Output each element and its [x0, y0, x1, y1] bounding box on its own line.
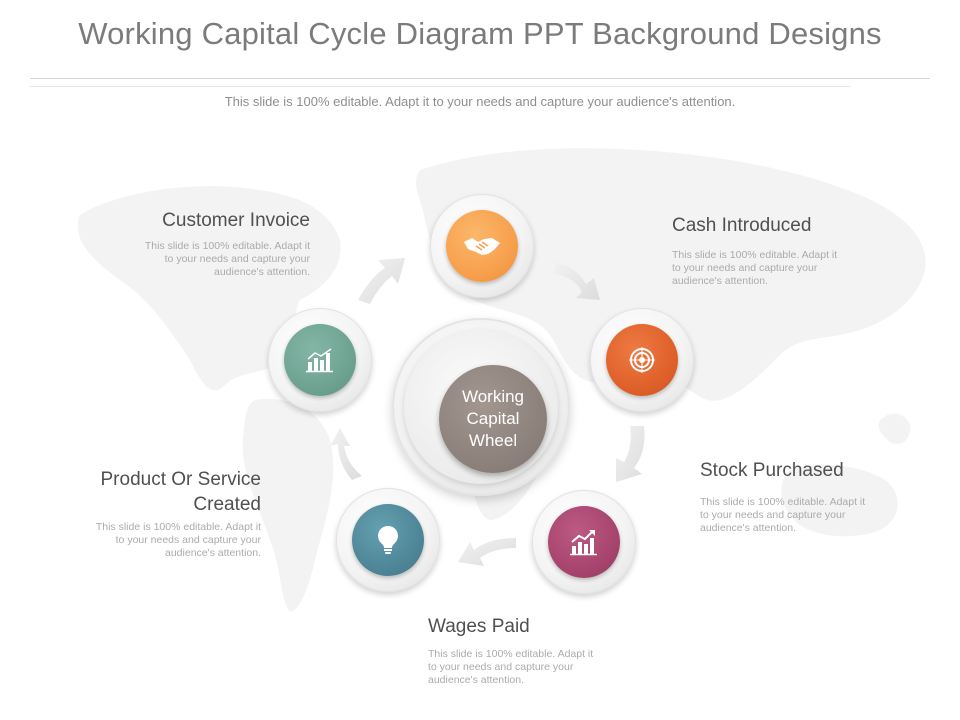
node-customer-invoice: [268, 308, 372, 412]
handshake-icon: [464, 238, 500, 255]
stock-purchased-desc: This slide is 100% editable. Adapt it to…: [700, 496, 866, 534]
node-product-created: [336, 488, 440, 592]
growth-chart-icon: [570, 530, 597, 556]
lightbulb-icon: [378, 526, 398, 554]
hub-outer-ring: Working Capital Wheel: [392, 318, 570, 496]
product-created-desc: This slide is 100% editable. Adapt it to…: [95, 521, 261, 559]
node-cash-introduced-disc: [446, 210, 518, 282]
product-created-title: Product Or Service Created: [100, 469, 262, 515]
arrow-product-to-invoice: [330, 428, 362, 480]
hub-ring: Working Capital Wheel: [404, 330, 558, 484]
cash-introduced-title: Cash Introduced: [672, 215, 812, 236]
hub-label: Working Capital Wheel: [461, 387, 525, 450]
arrow-invoice-to-cash: [358, 258, 405, 304]
node-wages-paid-disc: [548, 506, 620, 578]
wages-paid-desc: This slide is 100% editable. Adapt it to…: [428, 648, 594, 686]
arrow-stock-to-wages: [616, 426, 645, 482]
stock-purchased-title: Stock Purchased: [700, 460, 844, 481]
arrow-wages-to-product: [458, 538, 516, 566]
node-stock-purchased-disc: [606, 324, 678, 396]
node-cash-introduced: [430, 194, 534, 298]
cash-introduced-desc: This slide is 100% editable. Adapt it to…: [672, 249, 838, 287]
node-product-created-disc: [352, 504, 424, 576]
page-title: Working Capital Cycle Diagram PPT Backgr…: [78, 16, 882, 51]
page-subtitle: This slide is 100% editable. Adapt it to…: [224, 94, 736, 109]
node-stock-purchased: [590, 308, 694, 412]
customer-invoice-desc: This slide is 100% editable. Adapt it to…: [144, 240, 310, 278]
bar-chart-icon: [306, 348, 333, 373]
node-customer-invoice-disc: [284, 324, 356, 396]
customer-invoice-title: Customer Invoice: [162, 210, 310, 231]
wages-paid-title: Wages Paid: [428, 616, 530, 637]
title-divider: [30, 78, 930, 79]
arrow-cash-to-stock: [554, 262, 600, 300]
hub-core: Working Capital Wheel: [439, 365, 547, 473]
target-icon: [629, 347, 655, 373]
title-divider-secondary: [30, 86, 850, 87]
node-wages-paid: [532, 490, 636, 594]
